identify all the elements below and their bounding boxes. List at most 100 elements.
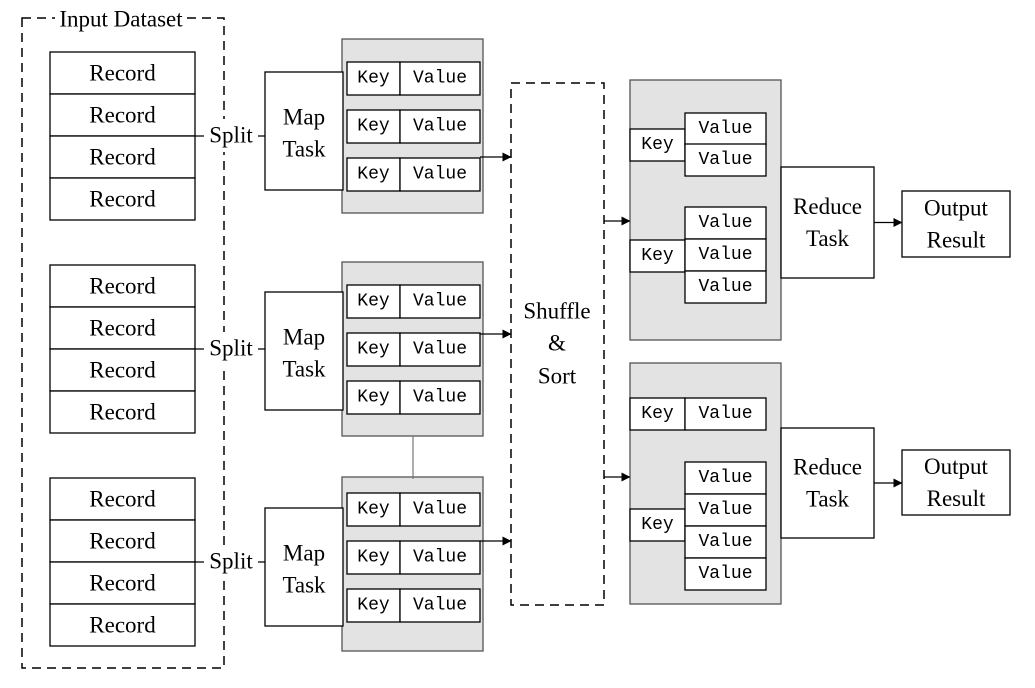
reduce-value-label: Value (698, 564, 752, 584)
reduce-value-label: Value (698, 119, 752, 139)
map-value-box (399, 284, 481, 319)
map-key-box (346, 284, 401, 319)
map-key-label: Key (357, 500, 390, 520)
map-value-label: Value (413, 69, 467, 89)
split-label: Split (209, 336, 253, 361)
map-value-label: Value (413, 548, 467, 568)
map-task-box (264, 71, 344, 191)
reduce-value-box (684, 557, 767, 591)
reduce-value-label: Value (698, 532, 752, 552)
record-box (49, 264, 196, 308)
record-box (49, 603, 196, 647)
output-result-label-line1: Output (924, 196, 989, 221)
reduce-task-label-line2: Task (806, 487, 850, 512)
reduce-key-label: Key (641, 246, 674, 266)
ampersand-label: & (548, 331, 566, 356)
map-key-box (346, 380, 401, 415)
reduce-value-label: Value (698, 404, 752, 424)
map-key-label: Key (357, 596, 390, 616)
map-key-box (346, 61, 401, 96)
reduce-value-box (684, 270, 767, 304)
map-key-label: Key (357, 548, 390, 568)
map-value-label: Value (413, 388, 467, 408)
reduce-value-box (684, 112, 767, 146)
split-label-bg (204, 545, 258, 578)
map-key-box (346, 588, 401, 623)
record-box (49, 177, 196, 221)
map-key-box (346, 540, 401, 575)
split-label-bg (204, 119, 258, 152)
map-value-label: Value (413, 165, 467, 185)
record-box (49, 390, 196, 434)
record-box (49, 519, 196, 563)
reduce-task-box (780, 166, 875, 279)
map-value-box (399, 588, 481, 623)
map-key-box (346, 332, 401, 367)
split-label: Split (209, 549, 253, 574)
output-result-box (901, 449, 1011, 516)
reduce-value-box (684, 525, 767, 559)
reduce-value-box (684, 493, 767, 527)
record-label: Record (89, 613, 156, 638)
reduce-key-label: Key (641, 404, 674, 424)
split-label: Split (209, 123, 253, 148)
record-label: Record (89, 358, 156, 383)
record-label: Record (89, 145, 156, 170)
map-value-box (399, 332, 481, 367)
map-key-box (346, 492, 401, 527)
record-label: Record (89, 274, 156, 299)
map-value-label: Value (413, 340, 467, 360)
map-value-box (399, 380, 481, 415)
map-value-label: Value (413, 500, 467, 520)
map-key-label: Key (357, 117, 390, 137)
map-task-label-line1: Map (283, 105, 325, 130)
map-value-box (399, 492, 481, 527)
output-result-label-line2: Result (927, 228, 986, 253)
record-label: Record (89, 571, 156, 596)
record-label: Record (89, 316, 156, 341)
map-key-label: Key (357, 388, 390, 408)
map-value-label: Value (413, 117, 467, 137)
reduce-value-label: Value (698, 150, 752, 170)
map-value-box (399, 61, 481, 96)
map-key-label: Key (357, 340, 390, 360)
map-task-label-line1: Map (283, 325, 325, 350)
reduce-task-label-line1: Reduce (793, 194, 862, 219)
reduce-value-box (684, 206, 767, 240)
split-label-bg (204, 332, 258, 365)
reduce-value-box (684, 143, 767, 177)
reduce-value-label: Value (698, 468, 752, 488)
record-label: Record (89, 61, 156, 86)
map-task-box (264, 291, 344, 411)
reduce-task-label-line2: Task (806, 226, 850, 251)
reduce-task-label-line1: Reduce (793, 455, 862, 480)
sort-label: Sort (538, 364, 577, 389)
output-result-box (901, 190, 1011, 258)
map-value-box (399, 109, 481, 144)
reduce-key-box (629, 239, 686, 273)
record-box (49, 51, 196, 95)
map-value-box (399, 157, 481, 192)
map-task-label-line2: Task (282, 137, 326, 162)
record-box (49, 348, 196, 392)
reduce-key-label: Key (641, 135, 674, 155)
reduce-value-label: Value (698, 277, 752, 297)
reduce-value-label: Value (698, 213, 752, 233)
record-box (49, 306, 196, 350)
reduce-value-label: Value (698, 245, 752, 265)
map-task-label-line2: Task (282, 573, 326, 598)
reduce-key-label: Key (641, 515, 674, 535)
record-label: Record (89, 400, 156, 425)
record-box (49, 477, 196, 521)
map-value-box (399, 540, 481, 575)
map-task-label-line1: Map (283, 541, 325, 566)
input-dataset-title-bg (55, 6, 186, 32)
map-key-label: Key (357, 292, 390, 312)
record-label: Record (89, 487, 156, 512)
shuffle-label: Shuffle (523, 299, 590, 324)
record-label: Record (89, 529, 156, 554)
output-result-label-line1: Output (924, 454, 989, 479)
shuffle-sort-container (510, 82, 605, 606)
map-key-label: Key (357, 165, 390, 185)
